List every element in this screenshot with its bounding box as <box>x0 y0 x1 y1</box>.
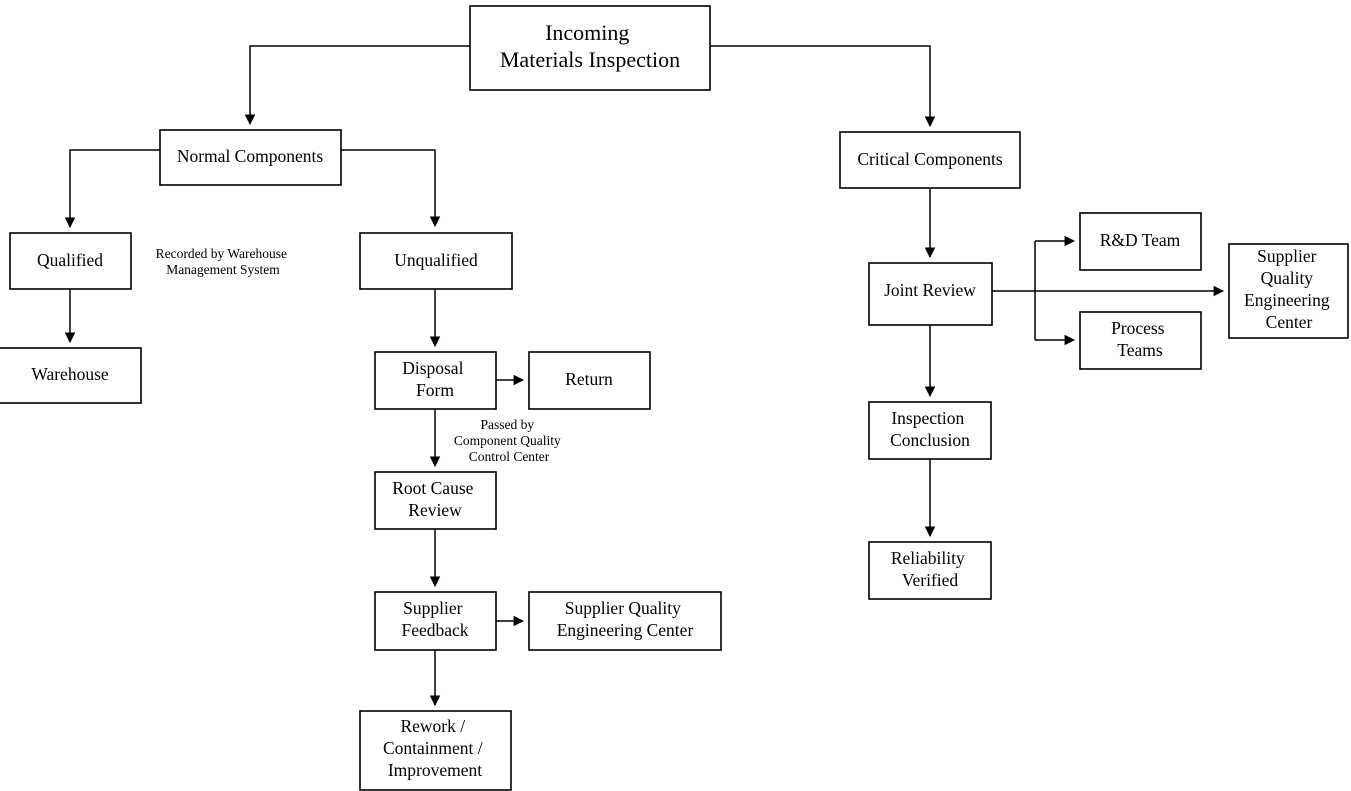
node-supplier-quality-engineering-center-left[interactable]: Supplier Quality Engineering Center <box>528 591 722 651</box>
node-label-line: Normal Components <box>177 146 323 166</box>
node-critical-components[interactable]: Critical Components <box>839 131 1021 189</box>
svg-text:Incoming Materials I: Incoming Materials Inspection <box>500 20 680 72</box>
svg-text:Reliability Verified: Reliability Verified <box>891 548 969 590</box>
node-reliability-verified[interactable]: Reliability Verified <box>868 541 992 600</box>
node-label-line: Reliability <box>891 548 965 568</box>
node-process-teams[interactable]: Process Teams <box>1079 311 1202 370</box>
node-label-line: Unqualified <box>394 250 478 270</box>
edge-incoming-to-normal <box>244 45 470 126</box>
node-label-line: Warehouse <box>31 364 109 384</box>
edge-normal-to-unqualified <box>341 149 441 228</box>
node-root-cause-review[interactable]: Root Cause Review <box>374 471 497 530</box>
svg-text:Disposal Form: Disposal Form <box>402 358 468 400</box>
edges-layer <box>64 45 1225 707</box>
node-label-line: Teams <box>1117 340 1163 360</box>
node-disposal-form[interactable]: Disposal Form <box>374 351 497 410</box>
edge-normal-to-qualified <box>64 149 160 229</box>
node-label-line: Supplier Quality <box>565 598 681 618</box>
node-label-line: Return <box>565 369 613 389</box>
node-supplier-quality-engineering-center-right[interactable]: Supplier Quality Engineering Center <box>1228 243 1349 339</box>
node-label-line: Disposal <box>402 358 463 378</box>
node-label-line: Root Cause <box>392 478 473 498</box>
svg-text:Root Cause Review: Root Cause Review <box>392 478 478 520</box>
svg-text:Supplier Quality Eng: Supplier Quality Engineering Center <box>557 598 694 640</box>
svg-text:Normal Components: Normal Components <box>177 146 323 166</box>
node-incoming-materials-inspection[interactable]: Incoming Materials Inspection <box>469 5 711 91</box>
node-label-line: R&D Team <box>1100 230 1181 250</box>
node-supplier-feedback[interactable]: Supplier Feedback <box>374 591 497 651</box>
node-label-line: Form <box>416 380 454 400</box>
node-label-line: Joint Review <box>884 280 976 300</box>
nodes-layer: Incoming Materials Inspection Normal Com… <box>0 5 1349 791</box>
svg-text:Inspection Conclusio: Inspection Conclusion <box>890 408 970 450</box>
node-label-line: Supplier <box>403 598 462 618</box>
node-inspection-conclusion[interactable]: Inspection Conclusion <box>868 401 992 460</box>
svg-text:Qualified: Qualified <box>37 250 103 270</box>
node-label-line: Supplier <box>1257 246 1316 266</box>
node-label-line: Engineering Center <box>557 620 694 640</box>
node-label-line: Inspection <box>891 408 964 428</box>
node-label-line: Conclusion <box>890 430 970 450</box>
svg-text:Rework / Containment: Rework / Containment / Improvement <box>383 716 487 780</box>
node-label-line: Materials Inspection <box>500 47 680 72</box>
node-joint-review[interactable]: Joint Review <box>868 262 993 326</box>
svg-text:Warehouse: Warehouse <box>31 364 109 384</box>
svg-text:Process Teams: Process Teams <box>1111 318 1169 360</box>
svg-text:Return: Return <box>565 369 613 389</box>
node-label-line: Review <box>408 500 462 520</box>
svg-text:Critical Components: Critical Components <box>857 149 1003 169</box>
node-rework-containment-improvement[interactable]: Rework / Containment / Improvement <box>359 710 512 791</box>
edge-label-recorded-by-wms: Recorded by Warehouse Management System <box>156 246 291 277</box>
node-label-line: Quality <box>1261 268 1314 288</box>
edge-incoming-to-critical <box>710 45 936 128</box>
svg-text:Unqualified: Unqualified <box>394 250 478 270</box>
node-return[interactable]: Return <box>528 351 651 410</box>
edge-labels-layer: Recorded by Warehouse Management System … <box>156 246 564 464</box>
node-warehouse[interactable]: Warehouse <box>0 347 142 404</box>
svg-text:Supplier Feedback: Supplier Feedback <box>401 598 468 640</box>
edge-label-passed-by-cqcc: Passed by Component Quality Control Cent… <box>454 417 564 464</box>
node-label-line: Engineering <box>1244 290 1330 310</box>
node-unqualified[interactable]: Unqualified <box>359 232 513 290</box>
node-label-line: Verified <box>902 570 959 590</box>
node-label-line: Rework / <box>400 716 465 736</box>
node-label-line: Critical Components <box>857 149 1003 169</box>
node-qualified[interactable]: Qualified <box>9 232 132 290</box>
node-label-line: Qualified <box>37 250 103 270</box>
svg-text:R&D Team: R&D Team <box>1100 230 1181 250</box>
node-rd-team[interactable]: R&D Team <box>1079 212 1202 271</box>
svg-text:Joint Review: Joint Review <box>884 280 976 300</box>
node-normal-components[interactable]: Normal Components <box>159 129 342 186</box>
node-label-line: Containment / <box>383 738 483 758</box>
node-label-line: Improvement <box>388 760 482 780</box>
node-label-line: Feedback <box>401 620 468 640</box>
node-label-line: Incoming <box>545 20 629 45</box>
node-label-line: Process <box>1111 318 1165 338</box>
node-label-line: Center <box>1266 312 1313 332</box>
svg-text:Supplier Quality: Supplier Quality Engineering Center <box>1244 246 1334 332</box>
